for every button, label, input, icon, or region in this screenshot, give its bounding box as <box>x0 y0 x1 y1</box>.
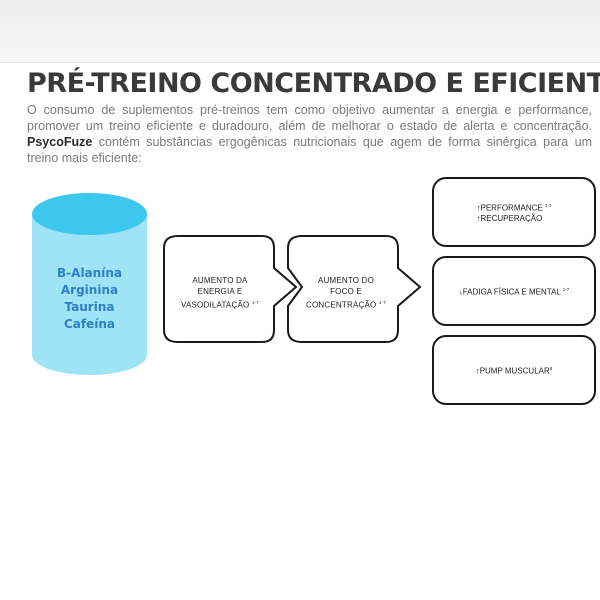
result-box-pump: ↑PUMP MUSCULAR8 <box>432 335 596 405</box>
ingredients-cylinder: B-Alanína Arginina Taurina Cafeína <box>32 193 147 375</box>
top-header-band <box>0 0 600 63</box>
ingredient-item: Taurina <box>64 300 115 314</box>
ingredient-item: B-Alanína <box>57 266 122 280</box>
cylinder-body <box>32 213 147 355</box>
cylinder-top <box>32 193 147 235</box>
cylinder-bottom <box>32 335 147 375</box>
arrow-box-energy-label: AUMENTO DA ENERGIA E VASODILATAÇÃO 1-7 <box>181 276 259 310</box>
result-box-performance: ↑PERFORMANCE 1-7 ↑RECUPERAÇÃO <box>432 177 596 247</box>
ingredient-item: Arginina <box>60 283 119 297</box>
arrow-box-focus-label: AUMENTO DO FOCO E CONCENTRAÇÃO 1-7 <box>306 276 386 310</box>
arrow-box-energy <box>163 235 298 343</box>
arrow-box-focus <box>287 235 422 343</box>
brand-name: PsycoFuze <box>27 135 93 149</box>
intro-text-before: O consumo de suplementos pré-treinos tem… <box>27 103 592 133</box>
result-box-fatigue: ↓FADIGA FÍSICA E MENTAL 1-7 <box>432 256 596 326</box>
intro-text-after: contém substâncias ergogênicas nutricion… <box>27 135 592 165</box>
ingredient-list: B-Alanína Arginina Taurina Cafeína <box>32 265 147 333</box>
intro-paragraph: O consumo de suplementos pré-treinos tem… <box>27 102 592 166</box>
ingredient-item: Cafeína <box>63 317 116 331</box>
page-title: PRÉ-TREINO CONCENTRADO E EFICIENTE <box>27 68 600 99</box>
